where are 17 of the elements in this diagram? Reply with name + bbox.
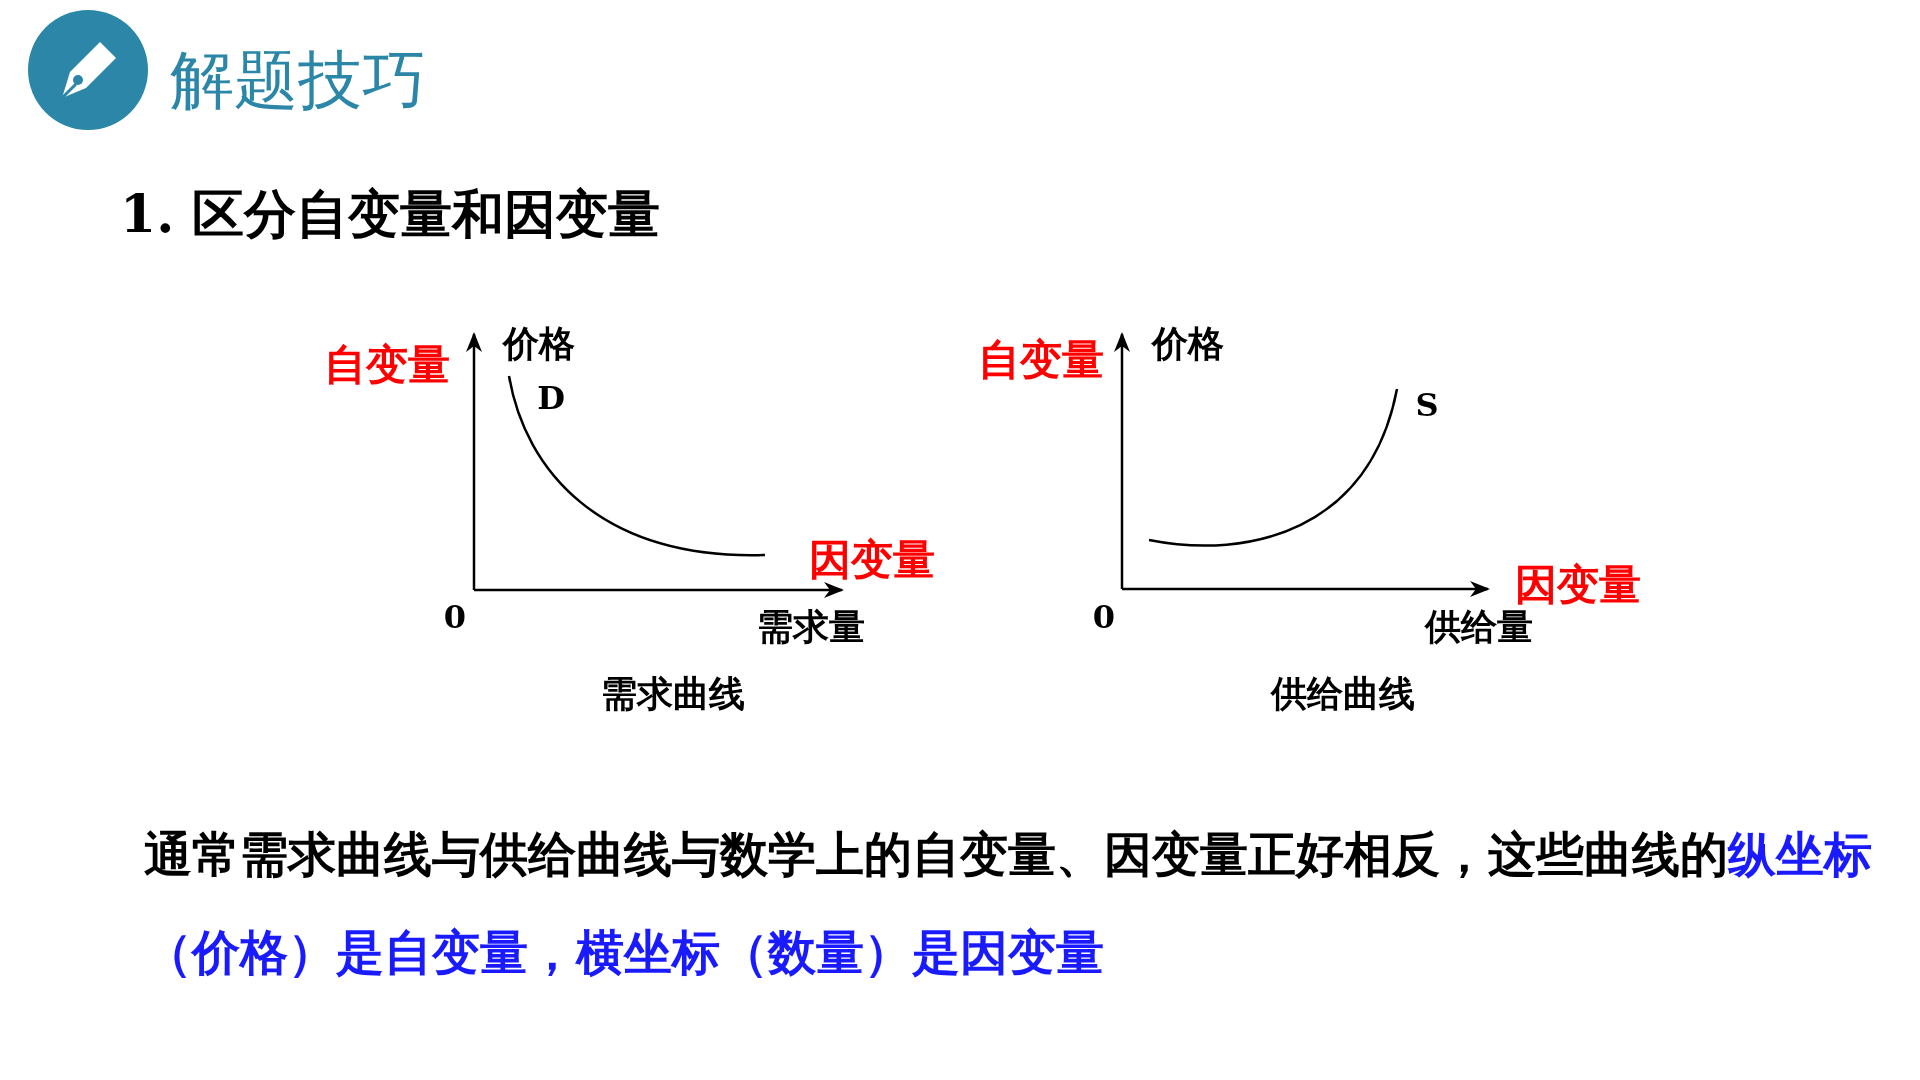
axis-note: 因变量: [809, 536, 935, 584]
axis-label: 价格: [503, 324, 575, 364]
curve-label: S: [1415, 388, 1439, 424]
axis-label: 价格: [1152, 324, 1224, 364]
heading: 1. 区分自变量和因变量: [120, 185, 661, 243]
axis-label: 供给量: [1425, 607, 1533, 647]
origin-label: 0: [443, 600, 467, 636]
origin-label: 0: [1092, 600, 1116, 636]
chart-caption: 供给曲线: [1271, 674, 1415, 714]
title: 解题技巧: [170, 44, 426, 116]
axis-label: 需求量: [757, 607, 865, 647]
chart-caption: 需求曲线: [601, 674, 745, 714]
curve-label: D: [537, 381, 565, 417]
body-paragraph: 通常需求曲线与供给曲线与数学上的自变量、因变量正好相反，这些曲线的纵坐标（价格）是自变量，横坐标（数量）是因变量: [144, 825, 1873, 982]
axis-note: 自变量: [978, 336, 1104, 384]
axis-note: 因变量: [1515, 561, 1641, 609]
axis-note: 自变量: [324, 341, 450, 389]
